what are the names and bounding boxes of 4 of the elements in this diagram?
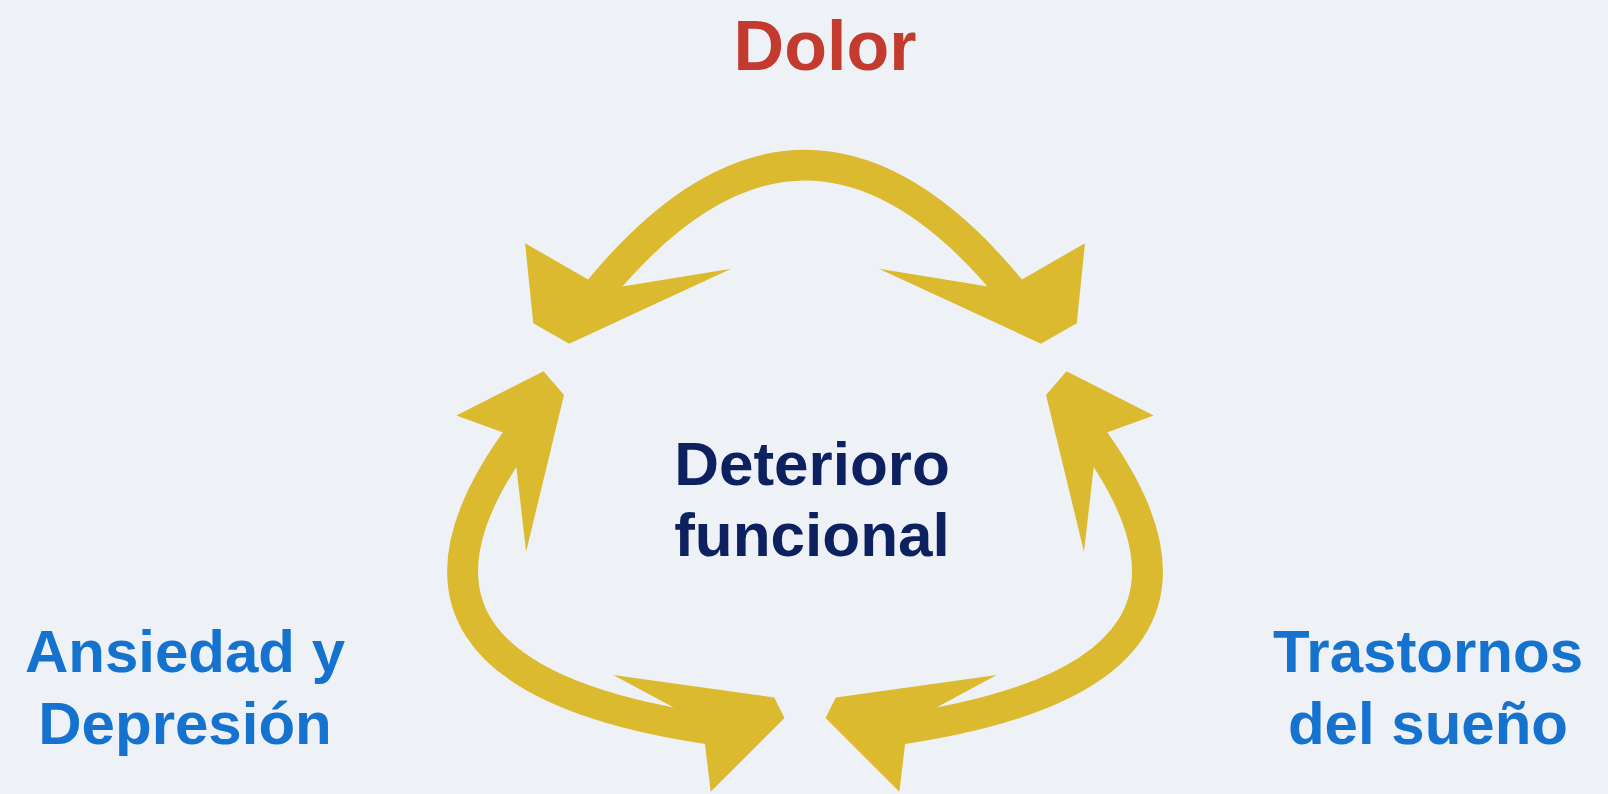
cycle-label: Trastornos del sueño xyxy=(1271,617,1585,759)
heading-label: Deterioro funcional xyxy=(673,428,951,571)
cycle-label: Ansiedad y Depresión xyxy=(23,617,347,759)
heading-label: Dolor xyxy=(733,6,917,87)
